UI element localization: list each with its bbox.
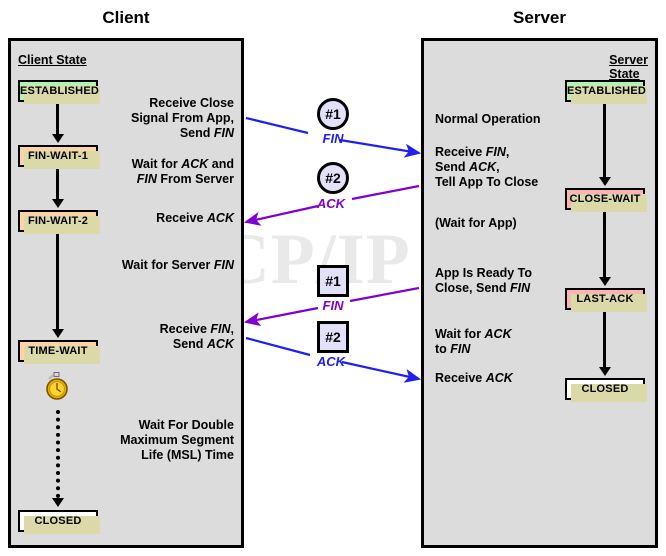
- server-state-last-ack: LAST-ACK: [565, 288, 647, 312]
- server-note-normal-operation: Normal Operation: [435, 112, 541, 126]
- message-label-ack-2-second: ACK: [316, 354, 346, 369]
- server-note-receive-fin-send-ack: Receive FIN,Send ACK,Tell App To Close: [435, 145, 539, 189]
- server-column-title: Server: [513, 8, 566, 27]
- message-label-ack-2: ACK: [316, 196, 346, 211]
- server-state-established: ESTABLISHED: [565, 80, 647, 104]
- client-state-time-wait: TIME-WAIT: [18, 340, 100, 364]
- message-badge-1-fin-second: #1: [317, 265, 349, 297]
- message-label-fin-1: FIN: [322, 131, 344, 146]
- client-note-receive-ack: Receive ACK: [156, 211, 234, 225]
- client-state-heading: Client State: [18, 53, 87, 67]
- server-state-closed: CLOSED: [565, 378, 647, 402]
- client-state-fin-wait-2: FIN-WAIT-2: [18, 210, 100, 234]
- client-note-wait-for-server-fin: Wait for Server FIN: [121, 258, 234, 272]
- client-note-receive-fin-send-ack: Receive FIN,Send ACK: [159, 322, 234, 351]
- server-state-close-wait: CLOSE-WAIT: [565, 188, 647, 212]
- server-note-receive-ack: Receive ACK: [435, 371, 513, 385]
- message-badge-2-ack: #2: [317, 162, 349, 194]
- client-state-closed: CLOSED: [18, 510, 100, 534]
- server-state-heading: Server State: [609, 53, 648, 81]
- stopwatch-icon: [46, 372, 68, 400]
- client-state-established: ESTABLISHED: [18, 80, 100, 104]
- message-label-fin-1-second: FIN: [322, 298, 344, 313]
- server-note-wait-for-app: (Wait for App): [435, 216, 517, 230]
- client-state-fin-wait-1: FIN-WAIT-1: [18, 145, 100, 169]
- message-badge-2-ack-second: #2: [317, 321, 349, 353]
- client-panel: [8, 38, 244, 548]
- message-badge-1-fin: #1: [317, 98, 349, 130]
- client-column-title: Client: [102, 8, 150, 27]
